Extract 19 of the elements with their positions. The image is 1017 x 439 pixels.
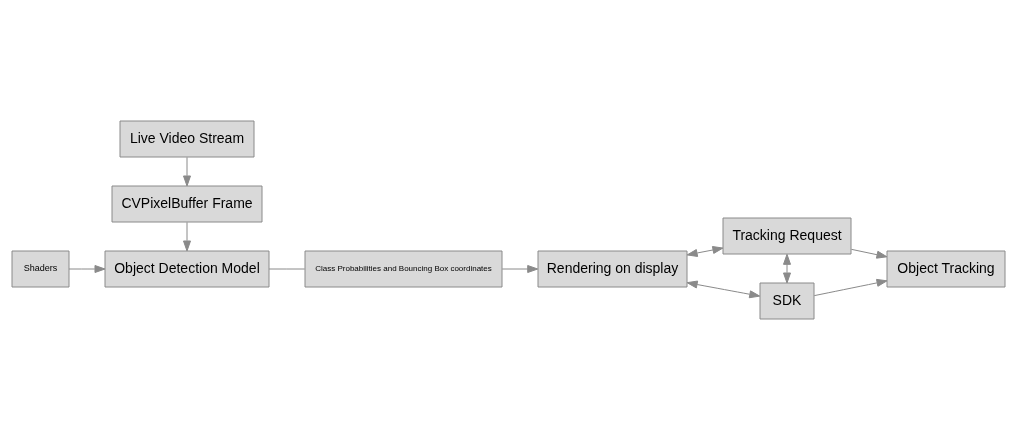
- arrow: [183, 156, 191, 186]
- arrow: [686, 245, 724, 257]
- arrow: [783, 253, 791, 283]
- node-box: Tracking Request: [722, 217, 852, 254]
- node-box: SDK: [759, 282, 815, 319]
- arrow: [686, 280, 761, 298]
- node-box: Rendering on display: [537, 250, 688, 287]
- arrow: [68, 264, 106, 273]
- connector: [268, 268, 306, 269]
- arrow: [850, 248, 888, 259]
- node-box: Shaders: [11, 250, 70, 287]
- node-box: Object Detection Model: [104, 250, 270, 287]
- node-box: Live Video Stream: [119, 120, 255, 157]
- node-box: Object Tracking: [886, 250, 1006, 287]
- arrow: [501, 264, 539, 273]
- node-box: Class Probabilities and Bouncing Box coordinates: [304, 250, 503, 287]
- arrow: [183, 221, 191, 251]
- arrow: [813, 278, 888, 296]
- node-box: CVPixelBuffer Frame: [111, 185, 263, 222]
